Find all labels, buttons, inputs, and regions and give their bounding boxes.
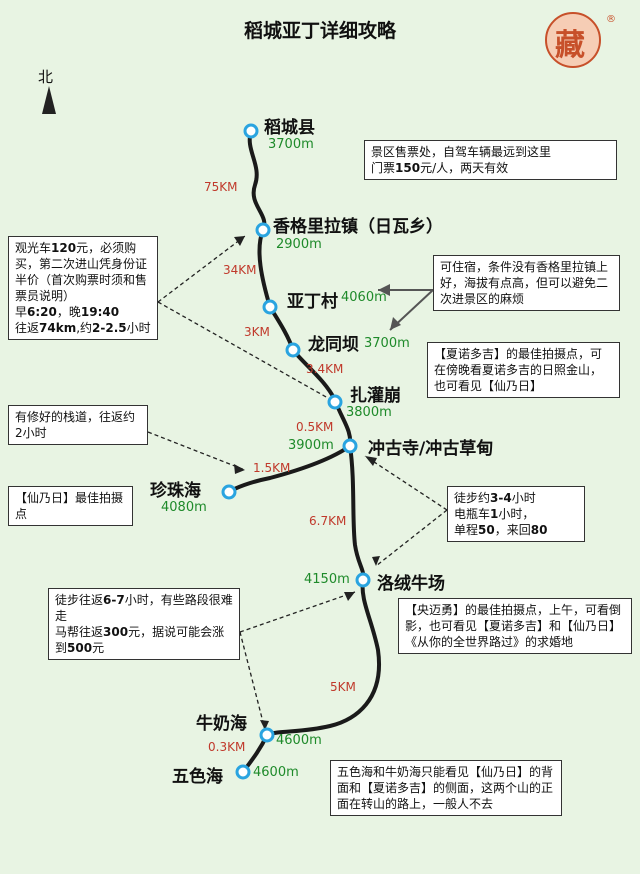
distance-label: 3KM	[244, 325, 270, 339]
place-name-chonggu: 冲古寺/冲古草甸	[368, 439, 494, 459]
place-name-daocheng: 稻城县	[264, 118, 315, 138]
north-arrow-icon	[42, 86, 56, 114]
distance-label: 75KM	[204, 180, 238, 194]
map-title: 稻城亚丁详细攻略	[243, 20, 396, 42]
marker-five-color-lake	[235, 764, 251, 780]
note-yangmaiyong: 【央迈勇】的最佳拍摄点，上午，可看倒影，也可看见【夏诺多吉】和【仙乃日】《从你的…	[398, 598, 632, 654]
distance-label: 0.5KM	[296, 420, 334, 434]
note-xianuoduoji: 【夏诺多吉】的最佳拍摄点，可在傍晚看夏诺多吉的日照金山，也可看见【仙乃日】	[427, 342, 620, 398]
logo-badge: 藏	[545, 12, 601, 68]
place-alt-longtongba: 3700m	[364, 336, 410, 351]
place-name-luorong: 洛绒牛场	[377, 574, 445, 594]
place-name-milk-lake: 牛奶海	[196, 714, 247, 734]
marker-yading	[262, 299, 278, 315]
note-plank-road: 有修好的栈道，往返约2小时	[8, 405, 148, 445]
place-name-longtongba: 龙同坝	[308, 335, 359, 355]
note-xiannairi: 【仙乃日】最佳拍摄点	[8, 486, 133, 526]
place-name-yading: 亚丁村	[287, 292, 338, 312]
logo-text: 藏	[555, 28, 585, 63]
route-line-pearl	[227, 444, 352, 494]
distance-label: 0.3KM	[208, 740, 246, 754]
distance-label: 34KM	[223, 263, 257, 277]
place-alt-yading: 4060m	[341, 290, 387, 305]
pointer-lines	[147, 235, 448, 731]
place-name-shangri-la-town: 香格里拉镇（日瓦乡）	[273, 217, 443, 237]
place-name-zhaguanbeng: 扎灌崩	[350, 386, 401, 406]
marker-luorong	[355, 572, 371, 588]
marker-pearl-lake	[221, 484, 237, 500]
distance-label: 5KM	[330, 680, 356, 694]
marker-zhaguanbeng	[327, 394, 343, 410]
distance-label: 3.4KM	[306, 362, 344, 376]
north-label: 北	[38, 68, 54, 86]
marker-milk-lake	[259, 727, 275, 743]
note-hike-horse: 徒步往返6-7小时，有些路段很难走马帮往返300元，据说可能会涨到500元	[48, 588, 240, 660]
note-five-color-lake: 五色海和牛奶海只能看见【仙乃日】的背面和【夏诺多吉】的侧面，这两个山的正面在转山…	[330, 760, 562, 816]
place-alt-zhaguanbeng: 3800m	[346, 405, 392, 420]
note-ticket: 景区售票处，自驾车辆最远到这里门票150元/人，两天有效	[364, 140, 617, 180]
place-alt-shangri-la-town: 2900m	[276, 237, 322, 252]
note-sightseeing-bus: 观光车120元，必须购买，第二次进山凭身份证半价（首次购票时须和售票员说明）早6…	[8, 236, 158, 340]
place-alt-chonggu: 3900m	[288, 438, 334, 453]
distance-label: 6.7KM	[309, 514, 347, 528]
marker-chonggu	[342, 438, 358, 454]
marker-longtongba	[285, 342, 301, 358]
note-lodging: 可住宿，条件没有香格里拉镇上好，海拔有点高，但可以避免二次进景区的麻烦	[433, 255, 620, 311]
note-walk-ebike: 徒步约3-4小时电瓶车1小时，单程50，来回80	[447, 486, 585, 542]
place-name-pearl-lake: 珍珠海	[150, 481, 201, 501]
place-alt-milk-lake: 4600m	[276, 733, 322, 748]
place-alt-pearl-lake: 4080m	[161, 500, 207, 515]
arrow-heads	[234, 236, 401, 730]
distance-label: 1.5KM	[253, 461, 291, 475]
marker-daocheng	[243, 123, 259, 139]
place-name-five-color-lake: 五色海	[172, 767, 223, 787]
registered-mark: ®	[606, 14, 616, 25]
place-alt-daocheng: 3700m	[268, 137, 314, 152]
place-alt-five-color-lake: 4600m	[253, 765, 299, 780]
marker-shangri-la-town	[255, 222, 271, 238]
place-alt-luorong: 4150m	[304, 572, 350, 587]
place-markers	[221, 123, 371, 780]
